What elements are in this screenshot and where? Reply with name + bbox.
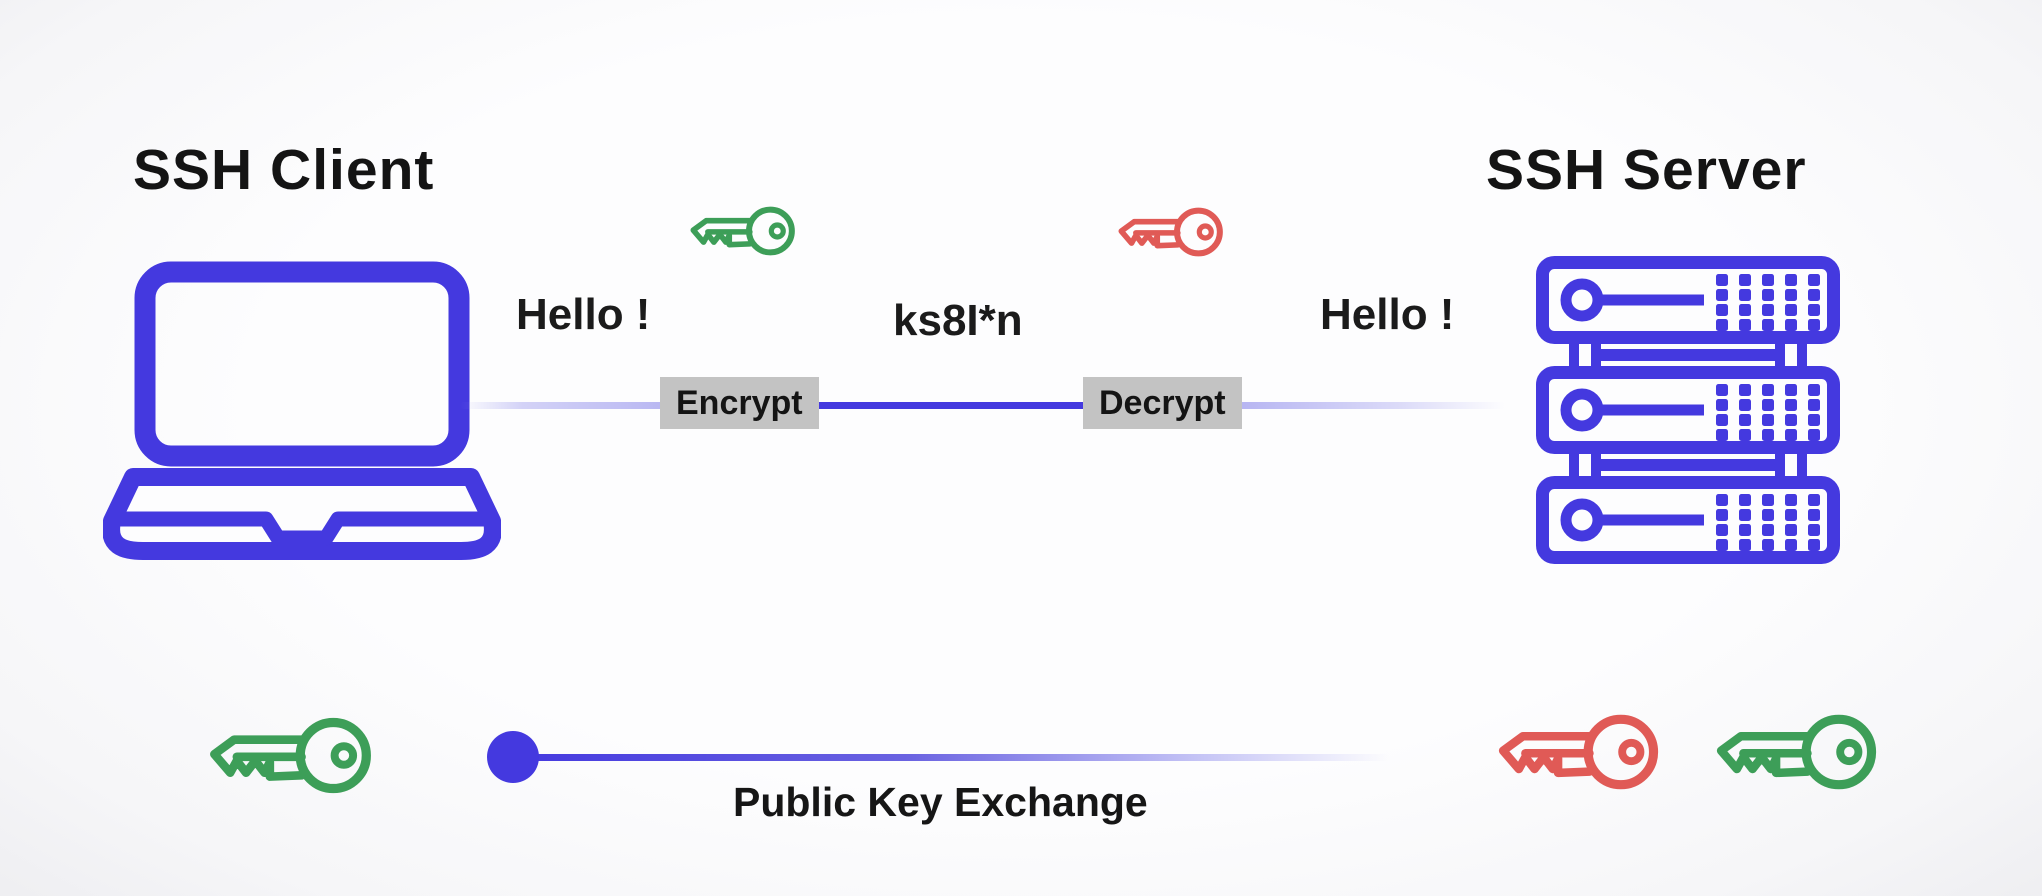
- hello-text-client: Hello !: [516, 290, 651, 339]
- ssh-server-title: SSH Server: [1486, 138, 1807, 202]
- green-key-icon: [205, 700, 377, 811]
- blue-dot: [487, 731, 539, 783]
- server-rack-icon: [1536, 256, 1840, 564]
- top-transfer-line: [460, 402, 1505, 409]
- encrypt-badge: Encrypt: [660, 377, 819, 429]
- red-key-icon: [1494, 697, 1664, 807]
- green-key-icon: [1712, 697, 1882, 807]
- decrypt-badge: Decrypt: [1083, 377, 1242, 429]
- public-key-exchange-caption: Public Key Exchange: [733, 779, 1148, 825]
- key-exchange-line: [513, 754, 1390, 761]
- laptop-icon: [103, 258, 501, 570]
- ssh-client-title: SSH Client: [133, 138, 435, 202]
- green-key-icon: [687, 195, 799, 267]
- red-key-icon: [1115, 196, 1227, 268]
- hello-text-server: Hello !: [1320, 290, 1455, 339]
- cipher-text: ks8I*n: [893, 296, 1023, 345]
